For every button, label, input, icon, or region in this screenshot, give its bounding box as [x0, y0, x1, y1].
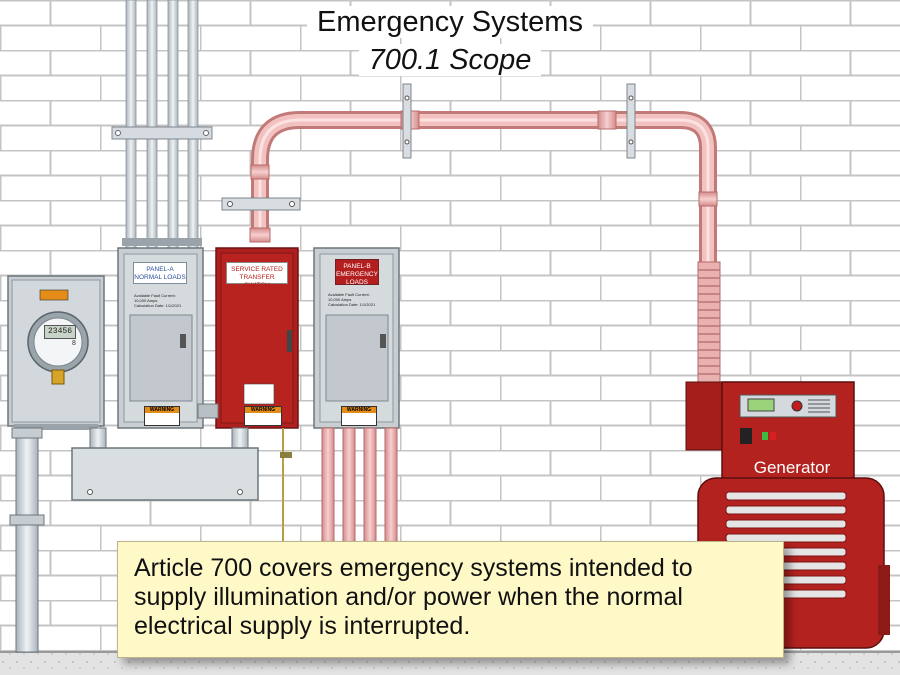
panel-b-warning-label: WARNING [341, 406, 377, 426]
meter-dial-number: 8 [72, 340, 76, 347]
panel-b-description-2: LOADS [345, 279, 369, 286]
panel-a-conduits [111, 0, 213, 251]
calculation-date-value: 1/1/2021 [165, 303, 182, 308]
diagram-subtitle: 700.1 Scope [0, 44, 900, 77]
panel-a-label: PANEL-A NORMAL LOADS [133, 262, 187, 284]
panel-b-label: PANEL-B EMERGENCY LOADS [335, 259, 379, 286]
transfer-switch-line-1: SERVICE RATED [231, 266, 283, 273]
meter-riser [9, 427, 45, 653]
title-line-2: 700.1 Scope [358, 44, 542, 76]
caption-box: Article 700 covers emergency systems int… [117, 541, 784, 658]
utility-meter [7, 275, 105, 430]
transfer-switch-line-2: TRANSFER SWITCH [239, 274, 275, 289]
fault-current-label: Available Fault Current: [134, 293, 176, 298]
title-line-1: Emergency Systems [307, 6, 593, 38]
panel-a-description: NORMAL LOADS [134, 274, 186, 281]
warning-header: WARNING [342, 407, 376, 413]
panel-b-description-1: EMERGENCY [336, 271, 378, 278]
panel-b-name: PANEL-B [343, 263, 371, 270]
warning-header: WARNING [145, 407, 179, 413]
meter-display: 23456 [44, 325, 76, 339]
conduit-supports [221, 83, 636, 211]
transfer-switch-warning-label: WARNING [244, 406, 282, 426]
calculation-date-value: 1/1/2021 [359, 302, 376, 307]
warning-header: WARNING [245, 407, 281, 413]
fault-current-value: 10,000 Amps [328, 297, 352, 302]
calculation-date-label: Calculation Date: [328, 302, 359, 307]
caption-text: Article 700 covers emergency systems int… [134, 554, 693, 640]
panel-a-warning-label: WARNING [144, 406, 180, 426]
generator-label: Generator [753, 458, 831, 477]
panel-a-fault-label: Available Fault Current: 10,000 Amps Cal… [134, 293, 189, 308]
panel-b-fault-label: Available Fault Current: 10,000 Amps Cal… [328, 292, 383, 307]
lower-connections [71, 403, 398, 560]
diagram-title: Emergency Systems [0, 6, 900, 39]
fault-current-label: Available Fault Current: [328, 292, 370, 297]
panel-a-name: PANEL-A [146, 266, 174, 273]
fault-current-value: 10,000 Amps [134, 298, 158, 303]
calculation-date-label: Calculation Date: [134, 303, 165, 308]
transfer-switch-label: SERVICE RATED TRANSFER SWITCH [226, 262, 288, 289]
